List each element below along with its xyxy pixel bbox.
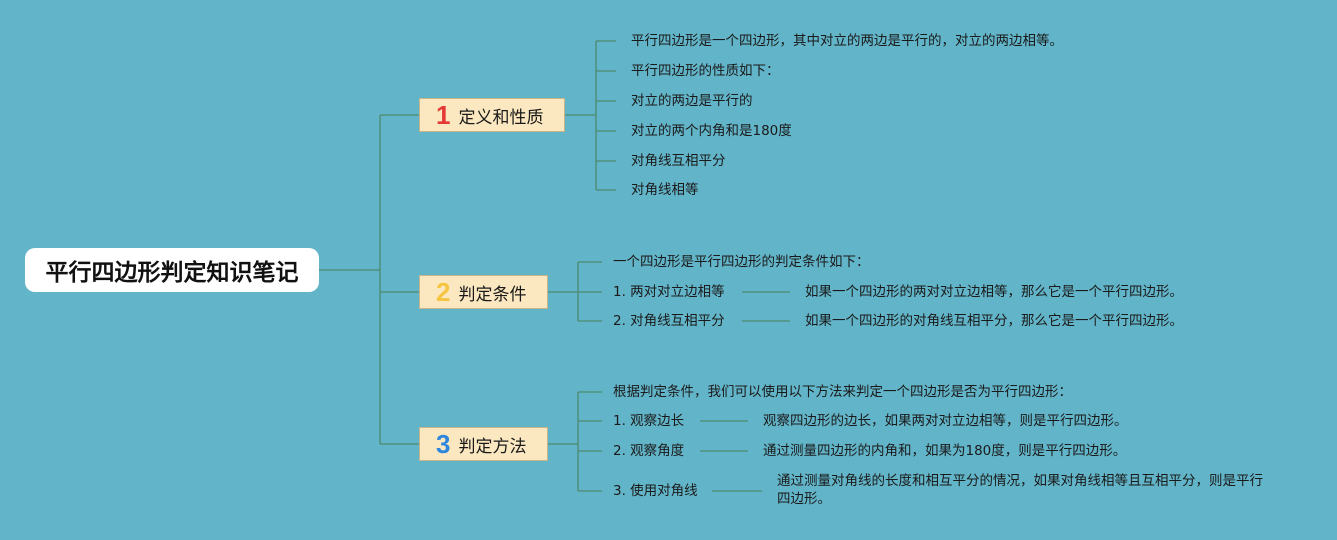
leaf-condition-detail: 如果一个四边形的两对对立边相等，那么它是一个平行四边形。 [805, 284, 1183, 300]
leaf-property: 对角线互相平分 [631, 153, 726, 169]
branch-conditions: 2 判定条件 [419, 275, 548, 309]
branch-number-1: 1 [436, 100, 451, 130]
leaf-method-detail: 观察四边形的边长，如果两对对立边相等，则是平行四边形。 [763, 413, 1128, 429]
leaf-method-label: 2. 观察角度 [613, 443, 685, 459]
leaf-property: 对立的两个内角和是180度 [631, 123, 792, 139]
leaf-condition-detail: 如果一个四边形的对角线互相平分，那么它是一个平行四边形。 [805, 313, 1183, 329]
leaf-definition: 平行四边形是一个四边形，其中对立的两边是平行的，对立的两边相等。 [631, 33, 1063, 49]
leaf-conditions-intro: 一个四边形是平行四边形的判定条件如下： [613, 254, 870, 270]
leaf-method-label: 1. 观察边长 [613, 413, 685, 429]
branch-label: 定义和性质 [458, 107, 544, 128]
central-topic: 平行四边形判定知识笔记 [25, 248, 319, 292]
leaf-condition-label: 2. 对角线互相平分 [613, 313, 725, 329]
leaf-properties-intro: 平行四边形的性质如下： [631, 63, 780, 79]
leaf-method-label: 3. 使用对角线 [613, 483, 698, 499]
branch-number-2: 2 [436, 277, 451, 307]
leaf-property: 对角线相等 [631, 182, 699, 198]
branch-methods: 3 判定方法 [419, 427, 548, 461]
leaf-method-detail: 通过测量四边形的内角和，如果为180度，则是平行四边形。 [763, 443, 1127, 459]
leaf-methods-intro: 根据判定条件，我们可以使用以下方法来判定一个四边形是否为平行四边形： [613, 384, 1072, 400]
branch-number-3: 3 [436, 429, 451, 459]
leaf-condition-label: 1. 两对对立边相等 [613, 284, 725, 300]
leaf-method-detail: 通过测量对角线的长度和相互平分的情况，如果对角线相等且互相平分，则是平行四边形。 [777, 473, 1263, 507]
leaf-property: 对立的两边是平行的 [631, 93, 753, 109]
branch-label: 判定方法 [458, 436, 527, 457]
branch-definition-properties: 1 定义和性质 [419, 98, 565, 132]
branch-label: 判定条件 [458, 284, 527, 305]
